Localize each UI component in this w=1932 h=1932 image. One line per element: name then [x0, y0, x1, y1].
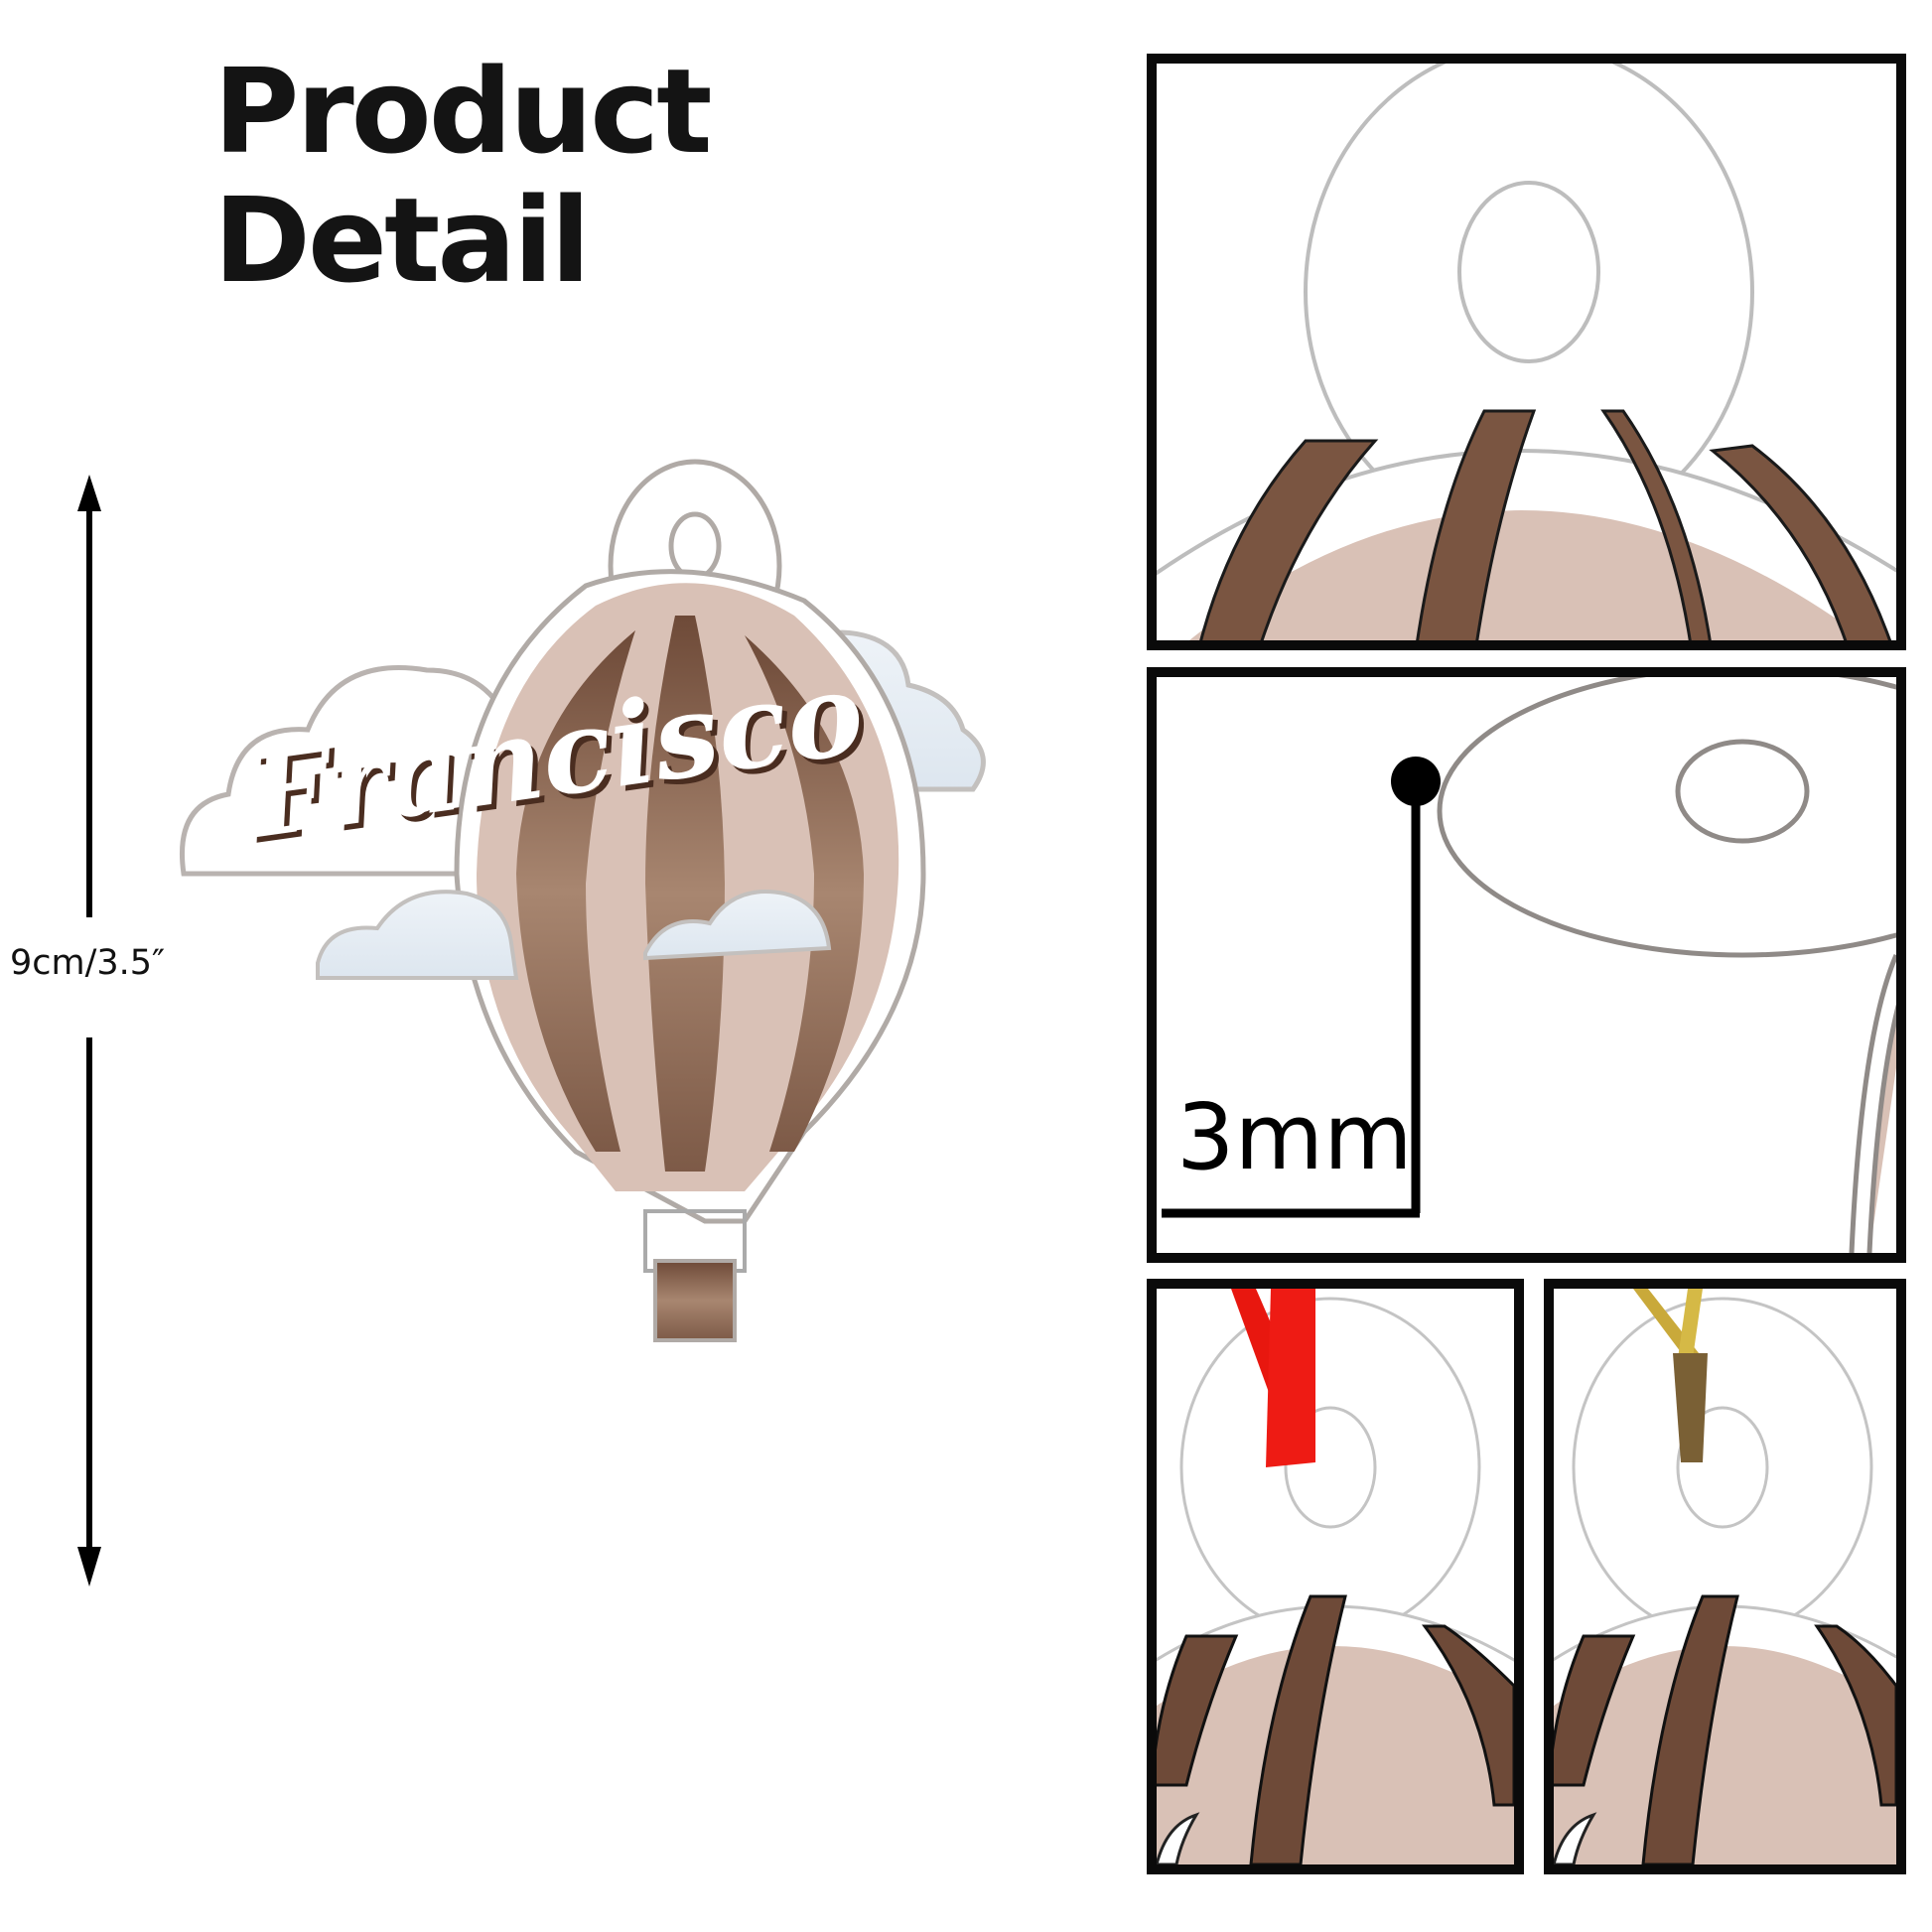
thickness-label: 3mm	[1176, 1084, 1413, 1190]
balloon-ornament-image: Francisco Francisco	[180, 459, 986, 1342]
detail-panel-thickness: 3mm	[1147, 667, 1906, 1263]
detail-panel-red-ribbon	[1147, 1279, 1524, 1874]
dimension-arrow-icon	[77, 475, 101, 1587]
detail-panel-gold-string	[1544, 1279, 1906, 1874]
detail-panel-hanger	[1147, 54, 1906, 650]
dimension-label: 9cm/3.5″	[10, 943, 166, 983]
page-title: Product Detail	[213, 43, 713, 309]
marker-dot-icon	[1391, 757, 1441, 806]
